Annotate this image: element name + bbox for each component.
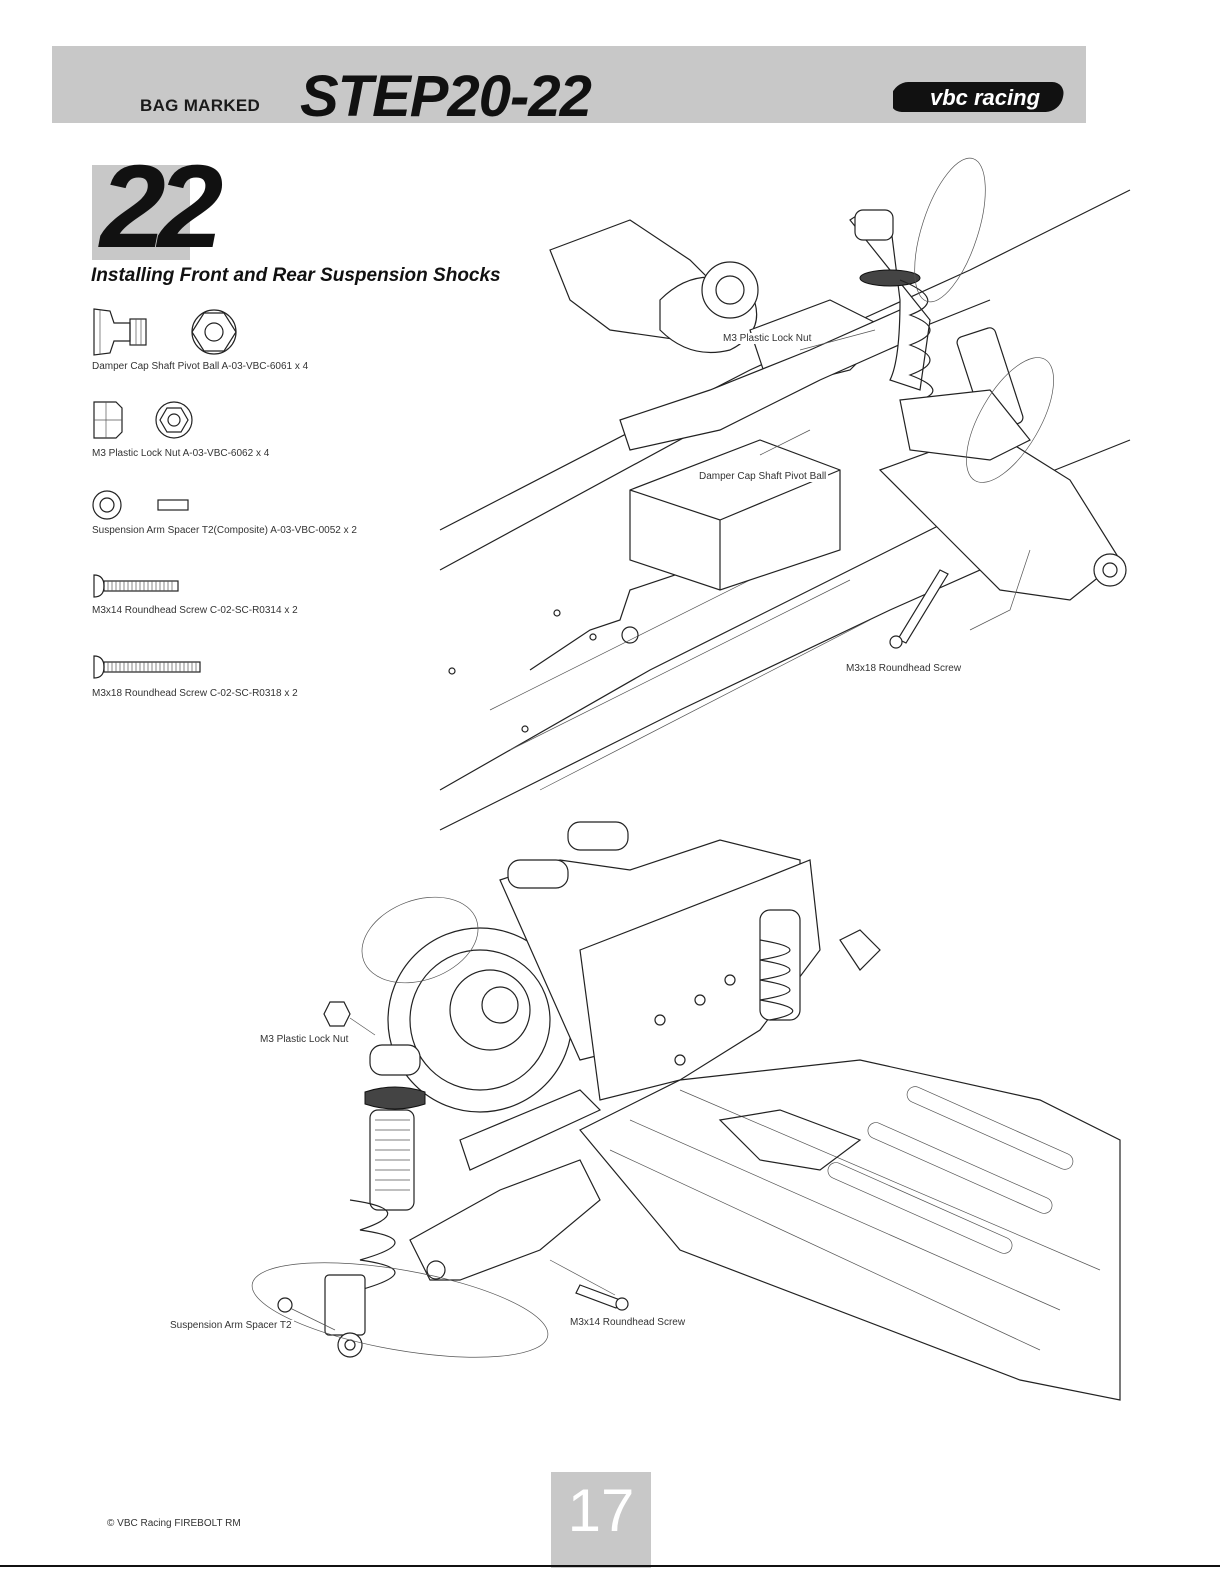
callout-bottom-screw: M3x14 Roundhead Screw bbox=[568, 1317, 688, 1328]
front-suspension-diagram bbox=[439, 157, 1131, 831]
screw-short-icon bbox=[93, 574, 179, 598]
callout-bottom-lock-nut: M3 Plastic Lock Nut bbox=[258, 1034, 351, 1045]
brand-logo-text: vbc racing bbox=[930, 85, 1041, 110]
step-number: 22 bbox=[100, 141, 223, 273]
part-label-screw-long: M3x18 Roundhead Screw C-02-SC-R0318 x 2 bbox=[92, 688, 298, 699]
part-label-screw-short: M3x14 Roundhead Screw C-02-SC-R0314 x 2 bbox=[92, 605, 298, 616]
part-label-lock-nut: M3 Plastic Lock Nut A-03-VBC-6062 x 4 bbox=[92, 448, 270, 459]
lock-nut-icon bbox=[93, 401, 193, 439]
footer-rule bbox=[0, 1565, 1220, 1567]
pivot-ball-icon bbox=[93, 308, 237, 356]
callout-bottom-spacer: Suspension Arm Spacer T2 bbox=[168, 1320, 294, 1331]
screw-long-icon bbox=[93, 655, 201, 679]
callout-top-pivot-ball: Damper Cap Shaft Pivot Ball bbox=[697, 471, 829, 482]
part-label-spacer: Suspension Arm Spacer T2(Composite) A-03… bbox=[92, 525, 357, 536]
part-label-pivot-ball: Damper Cap Shaft Pivot Ball A-03-VBC-606… bbox=[92, 361, 309, 372]
bag-label: BAG MARKED bbox=[140, 96, 261, 115]
page-number: 17 bbox=[567, 1477, 635, 1544]
rear-suspension-diagram bbox=[251, 821, 1121, 1401]
callout-top-screw: M3x18 Roundhead Screw bbox=[844, 663, 964, 674]
copyright: © VBC Racing FIREBOLT RM bbox=[107, 1518, 241, 1529]
step-range-title: STEP20-22 bbox=[300, 64, 592, 129]
callout-top-lock-nut: M3 Plastic Lock Nut bbox=[721, 333, 814, 344]
spacer-icon bbox=[92, 490, 189, 520]
page-number-box bbox=[551, 1472, 651, 1568]
step-number-background bbox=[92, 165, 190, 260]
step-heading: Installing Front and Rear Suspension Sho… bbox=[91, 265, 501, 286]
brand-logo: vbc racing bbox=[893, 82, 1064, 112]
